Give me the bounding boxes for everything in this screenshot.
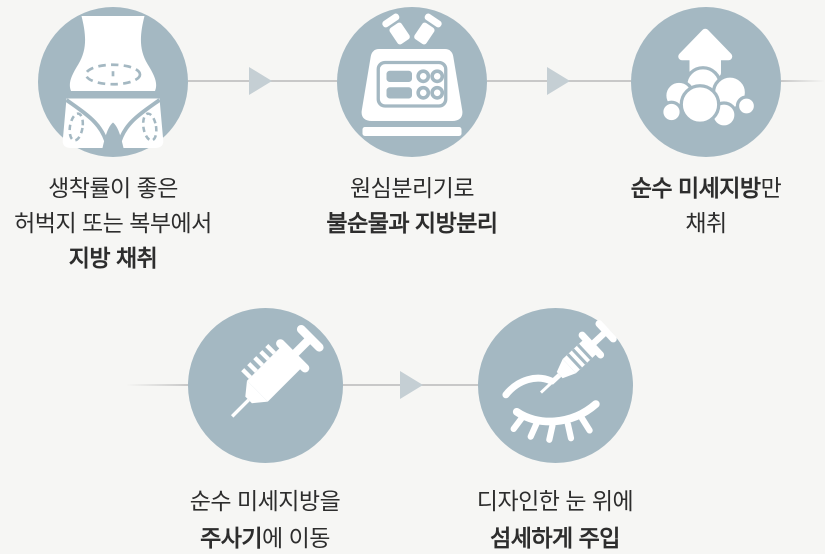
connector-line-step3-out	[781, 80, 825, 82]
arrow-right-icon	[400, 371, 423, 399]
fat-cells-up-arrow-icon	[660, 28, 758, 129]
step1-circle	[38, 7, 188, 157]
step3-caption: 순수 미세지방만 채취	[546, 171, 825, 241]
arrow-right-icon	[547, 67, 570, 95]
step2-caption: 원심분리기로 불순물과 지방분리	[252, 171, 572, 241]
syringe-icon	[230, 324, 324, 418]
caption-line: 허벅지 또는 복부에서	[14, 210, 212, 236]
step4-circle	[188, 308, 343, 463]
arrow-right-icon	[249, 67, 272, 95]
eye-injection-icon	[502, 320, 617, 443]
step3-circle	[631, 7, 781, 157]
caption-line: 생착률이 좋은	[48, 175, 178, 201]
caption-line: 주사기에 이동	[200, 525, 330, 551]
liposuction-body-icon	[62, 16, 164, 148]
caption-line: 원심분리기로	[350, 175, 474, 201]
centrifuge-icon	[361, 13, 463, 136]
caption-line: 디자인한 눈 위에	[476, 488, 634, 514]
step5-caption: 디자인한 눈 위에 섬세하게 주입	[395, 483, 715, 554]
caption-line: 지방 채취	[68, 245, 158, 271]
step2-circle	[337, 7, 487, 157]
caption-line: 불순물과 지방분리	[326, 210, 498, 236]
step1-caption: 생착률이 좋은 허벅지 또는 복부에서 지방 채취	[0, 171, 273, 276]
step4-caption: 순수 미세지방을 주사기에 이동	[105, 483, 425, 554]
caption-line: 순수 미세지방만	[630, 175, 782, 201]
caption-line: 채취	[685, 210, 727, 236]
caption-line: 순수 미세지방을	[189, 488, 341, 514]
connector-line-in-step4	[126, 384, 188, 386]
caption-line: 섬세하게 주입	[490, 525, 620, 551]
step5-circle	[478, 308, 633, 463]
